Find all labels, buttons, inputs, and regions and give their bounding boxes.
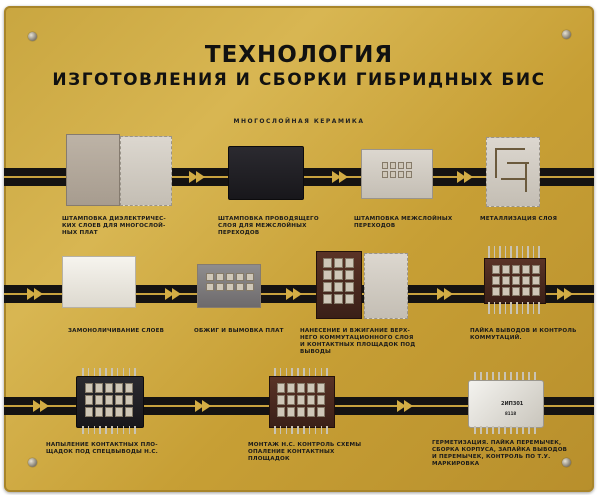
caption-step-1-3: ШТАМПОВКА МЕЖСЛОЙНЫХ ПЕРЕХОДОВ: [354, 216, 453, 229]
caption-step-3-3: ГЕРМЕТИЗАЦИЯ. ПАЙКА ПЕРЕМЫЧЕК, СБОРКА КО…: [432, 440, 568, 467]
sample-sealed-chip: 2ИП301 8118: [466, 372, 544, 436]
arrow-icon: [165, 288, 181, 300]
title-line-1: ТЕХНОЛОГИЯ: [204, 42, 394, 68]
caption-step-3-2: МОНТАЖ Н.С. КОНТРОЛЬ СХЕМЫ ОПАЛЕНИЕ КОНТ…: [248, 442, 362, 462]
caption-step-1-2: ШТАМПОВКА ПРОВОДЯЩЕГО СЛОЯ ДЛЯ МЕЖСЛОЙНЫ…: [218, 216, 319, 236]
sample-dielectric-layer-1: [66, 134, 120, 206]
subheading: МНОГОСЛОЙНАЯ КЕРАМИКА: [233, 118, 365, 125]
arrow-icon: [557, 288, 573, 300]
caption-step-1-4: МЕТАЛЛИЗАЦИЯ СЛОЯ: [480, 216, 558, 222]
screw-bottom-left: [28, 458, 37, 467]
arrow-icon: [33, 400, 49, 412]
arrow-icon: [27, 288, 43, 300]
title-line-2: ИЗГОТОВЛЕНИЯ И СБОРКИ ГИБРИДНЫХ БИС: [52, 70, 546, 90]
caption-step-2-1: ЗАМОНОЛИЧИВАНИЕ СЛОЕВ: [68, 328, 165, 334]
chip-marking-part: 2ИП301: [501, 401, 524, 407]
screw-bottom-right: [562, 458, 571, 467]
caption-step-2-3: НАНЕСЕНИЕ И ВЖИГАНИЕ ВЕРХ- НЕГО КОММУТАЦ…: [300, 328, 416, 355]
caption-step-2-4: ПАЙКА ВЫВОДОВ И КОНТРОЛЬ КОММУТАЦИЙ.: [470, 328, 577, 341]
sample-monolith-plate: [62, 256, 136, 308]
sample-conductive-layer: [228, 146, 304, 200]
sample-via-layer: [361, 149, 433, 199]
chip-marking-code: 8118: [505, 411, 517, 416]
sample-dielectric-layer-2: [120, 136, 172, 206]
sample-mounted-chip: [266, 368, 336, 434]
screw-top-left: [28, 32, 37, 41]
arrow-icon: [189, 171, 205, 183]
caption-step-2-2: ОБЖИГ И ВЫМОВКА ПЛАТ: [194, 328, 284, 334]
screw-top-right: [562, 30, 571, 39]
arrow-icon: [437, 288, 453, 300]
arrow-icon: [332, 171, 348, 183]
sample-soldered-leads: [480, 246, 548, 316]
sample-metallized-layer: [486, 137, 540, 207]
sample-fired-plate: [197, 264, 261, 308]
arrow-icon: [195, 400, 211, 412]
sample-sputtered-pads-chip: [72, 368, 146, 434]
caption-step-3-1: НАПЫЛЕНИЕ КОНТАКТНЫХ ПЛО- ЩАДОК ПОД СПЕЦ…: [46, 442, 159, 455]
arrow-icon: [286, 288, 302, 300]
sample-contact-pads-board: [364, 253, 408, 319]
arrow-icon: [397, 400, 413, 412]
arrow-icon: [457, 171, 473, 183]
sample-top-layer-board: [316, 251, 362, 319]
exhibit-board: ТЕХНОЛОГИЯ ИЗГОТОВЛЕНИЯ И СБОРКИ ГИБРИДН…: [4, 6, 594, 492]
caption-step-1-1: ШТАМПОВКА ДИЭЛЕКТРИЧЕС- КИХ СЛОЕВ ДЛЯ МН…: [62, 216, 166, 236]
